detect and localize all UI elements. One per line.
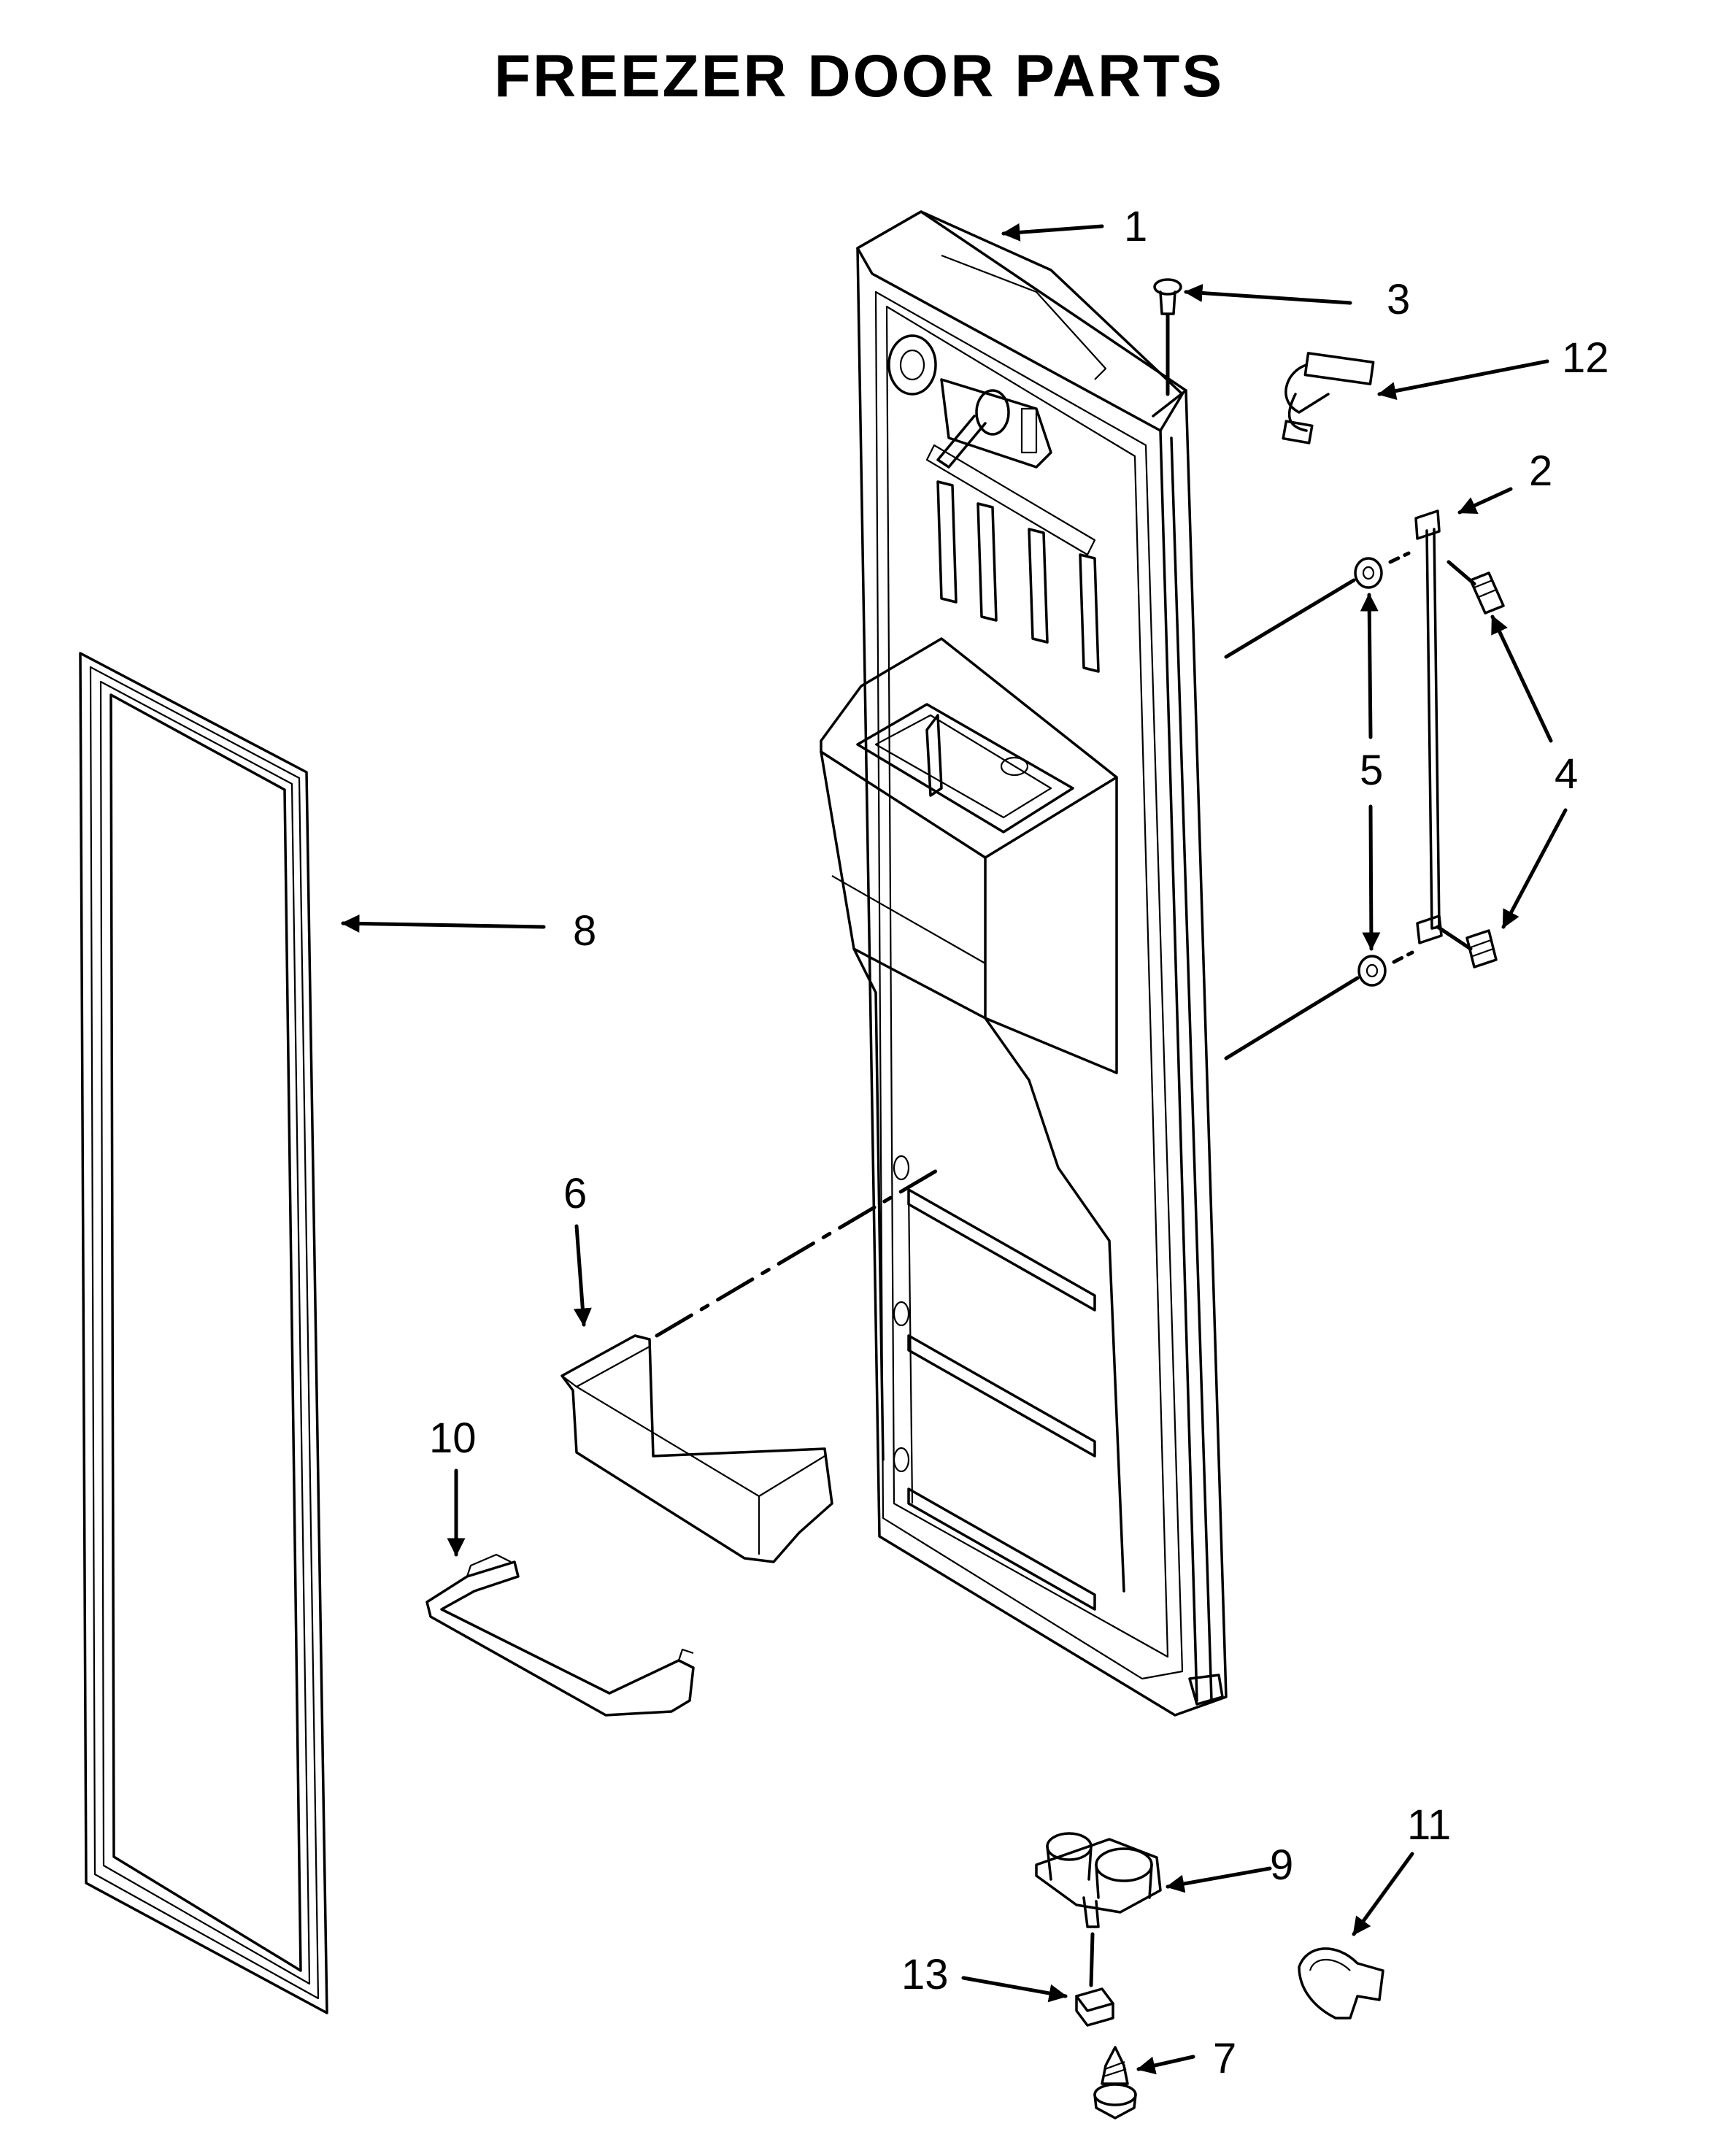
door-gasket-part[interactable] [79,652,328,2014]
lower-hinge-bracket-part[interactable] [1035,1832,1162,1987]
door-shelf-bin-part[interactable] [561,1166,944,1563]
leader-arrow-12 [1377,359,1549,400]
leader-arrow-1 [1001,223,1104,242]
callout-1: 1 [1124,203,1147,250]
callout-5: 5 [1360,747,1383,794]
wire-harness-part[interactable] [1282,352,1375,444]
leader-arrow-9 [1166,1866,1272,1893]
leader-arrow-4a [1490,615,1553,743]
callout-8: 8 [573,907,596,955]
leader-arrow-8 [341,914,546,933]
callout-11: 11 [1407,1801,1451,1849]
bin-rail-part[interactable] [425,1553,695,1717]
callout-2: 2 [1529,447,1552,495]
handle-spacer-part[interactable] [1224,551,1414,1060]
leader-arrow-7 [1136,2055,1195,2075]
leader-arrow-6 [573,1224,592,1327]
callout-labels: 1 2 3 4 5 6 7 8 9 10 11 12 13 [429,203,1609,2082]
screw-part[interactable] [1093,2046,1137,2120]
handle-screw-part[interactable] [1436,560,1505,969]
leader-arrows [341,223,1568,2075]
leader-arrow-4b [1501,808,1568,929]
callout-9: 9 [1270,1841,1293,1889]
diagram-title: FREEZER DOOR PARTS [493,43,1225,109]
callout-13: 13 [901,1951,949,1998]
callout-7: 7 [1213,2035,1236,2082]
callout-6: 6 [563,1170,587,1217]
leader-arrow-2 [1457,487,1513,515]
leader-arrow-5a [1360,593,1379,739]
door-assembly-part[interactable] [820,210,1228,1717]
callout-12: 12 [1562,334,1609,382]
leader-arrow-13 [961,1976,1068,2003]
hinge-bushing-part[interactable] [1153,278,1182,396]
leader-arrow-11 [1352,1852,1414,1936]
callout-4: 4 [1555,750,1578,798]
callout-3: 3 [1387,276,1410,323]
bushing-block-part[interactable] [1075,1987,1114,2027]
wire-clip-part[interactable] [1298,1947,1384,2020]
callout-10: 10 [429,1414,477,1462]
leader-arrow-3 [1184,284,1352,305]
handle-part[interactable] [1414,509,1443,944]
